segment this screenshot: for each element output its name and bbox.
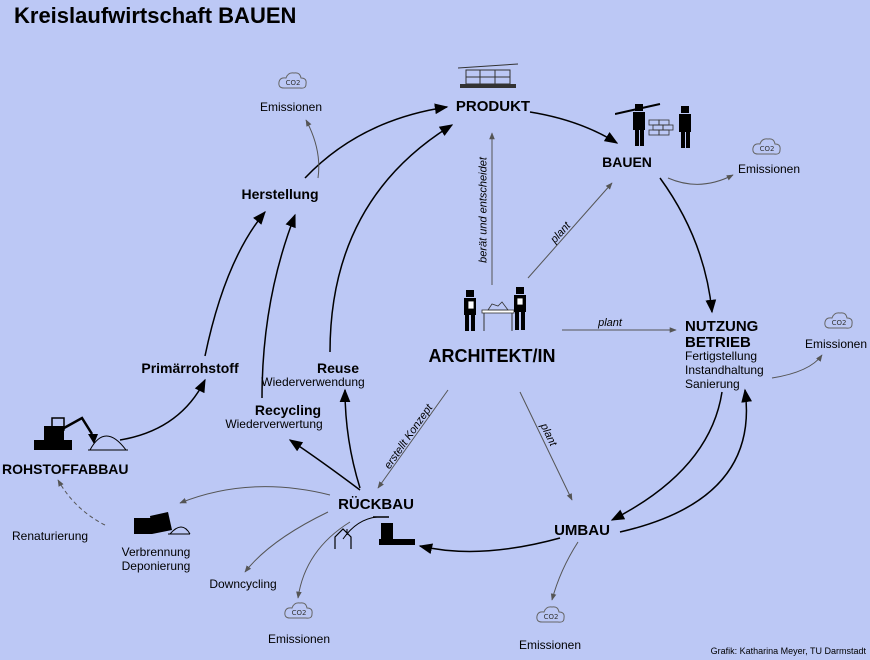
arrow-recycling-herstellung bbox=[261, 213, 296, 399]
node-rueckbau: RÜCKBAU bbox=[338, 496, 414, 513]
node-recycling-sub: Wiederverwertung bbox=[225, 417, 323, 431]
arrow-nutzung-emissionen bbox=[771, 354, 823, 379]
demolition-excavator-icon bbox=[334, 516, 415, 549]
co2-text: CO2 bbox=[760, 145, 775, 153]
arrow-bauen-nutzung bbox=[659, 177, 717, 314]
arrow-umbau-rueckbau bbox=[418, 537, 561, 555]
co2-text: CO2 bbox=[544, 613, 559, 621]
node-umbau: UMBAU bbox=[554, 522, 610, 539]
node-herstellung: Herstellung bbox=[241, 186, 319, 202]
co2-text: CO2 bbox=[286, 79, 301, 87]
node-downcycling: Downcycling bbox=[209, 577, 277, 591]
node-bauen: BAUEN bbox=[602, 154, 652, 170]
arrow-umbau-nutzung bbox=[619, 388, 752, 533]
construction-workers-icon bbox=[615, 103, 691, 148]
co2-cloud-icon: CO2 bbox=[824, 312, 853, 329]
node-deponierung: Deponierung bbox=[121, 559, 191, 573]
dump-truck-icon bbox=[134, 512, 191, 535]
node-nutzung-instandhaltung: Instandhaltung bbox=[685, 363, 764, 377]
node-primaerrohstoff: Primärrohstoff bbox=[141, 360, 239, 376]
emissions-label: Emissionen bbox=[518, 638, 582, 652]
emissions-label: Emissionen bbox=[259, 100, 323, 114]
arrow-rohstoff-primaer bbox=[119, 378, 206, 441]
node-betrieb: BETRIEB bbox=[685, 334, 751, 351]
arrow-herstellung-produkt bbox=[304, 103, 449, 179]
emissions-label: Emissionen bbox=[804, 337, 868, 351]
arrow-architekt-rueckbau bbox=[377, 389, 449, 489]
co2-text: CO2 bbox=[832, 319, 847, 327]
arrow-renaturierung-rohstoff bbox=[57, 479, 106, 526]
arrow-produkt-bauen bbox=[529, 111, 619, 144]
node-nutzung: NUTZUNG bbox=[685, 318, 759, 335]
co2-cloud-icon: CO2 bbox=[752, 138, 781, 155]
node-nutzung-fertigstellung: Fertigstellung bbox=[685, 349, 758, 363]
arrow-rueckbau-downcycling bbox=[244, 511, 329, 573]
arrow-reuse-produkt bbox=[329, 124, 454, 353]
arrow-herstellung-emissionen bbox=[305, 119, 320, 179]
arrow-primaer-herstellung bbox=[204, 210, 266, 357]
arrow-nutzung-umbau bbox=[610, 391, 723, 521]
architects-at-desk-icon bbox=[464, 287, 526, 331]
arrow-rueckbau-reuse bbox=[339, 388, 361, 489]
co2-text: CO2 bbox=[292, 609, 307, 617]
excavator-icon bbox=[34, 416, 128, 451]
edge-label-plant-nutzung: plant bbox=[598, 317, 622, 329]
arrow-architekt-bauen bbox=[527, 182, 613, 279]
emissions-label: Emissionen bbox=[267, 632, 331, 646]
pallet-icon bbox=[458, 63, 518, 88]
co2-cloud-icon: CO2 bbox=[536, 606, 565, 623]
edge-label-beraet: berät und entscheidet bbox=[477, 157, 490, 263]
node-architekt: ARCHITEKT/IN bbox=[428, 346, 556, 366]
arrow-rueckbau-recycling bbox=[288, 439, 361, 491]
arrow-umbau-emissionen bbox=[550, 541, 579, 601]
node-renaturierung: Renaturierung bbox=[12, 529, 89, 543]
diagram-title: Kreislaufwirtschaft BAUEN bbox=[14, 3, 297, 28]
node-rohstoffabbau: ROHSTOFFABBAU bbox=[2, 461, 129, 477]
node-reuse: Reuse bbox=[316, 360, 360, 376]
arrow-rueckbau-verbrennung bbox=[179, 486, 331, 504]
node-recycling: Recycling bbox=[254, 402, 322, 418]
co2-cloud-icon: CO2 bbox=[278, 72, 307, 89]
arrow-architekt-umbau bbox=[519, 391, 573, 501]
node-verbrennung: Verbrennung bbox=[121, 545, 191, 559]
arrow-rueckbau-emissionen bbox=[296, 521, 351, 599]
emissions-label: Emissionen bbox=[737, 162, 801, 176]
co2-cloud-icon: CO2 bbox=[284, 602, 313, 619]
node-reuse-sub: Wiederverwendung bbox=[261, 375, 365, 389]
credit-text: Grafik: Katharina Meyer, TU Darmstadt bbox=[710, 646, 866, 656]
arrow-bauen-emissionen bbox=[667, 174, 734, 185]
node-produkt: PRODUKT bbox=[455, 98, 531, 115]
node-nutzung-sanierung: Sanierung bbox=[685, 377, 740, 391]
